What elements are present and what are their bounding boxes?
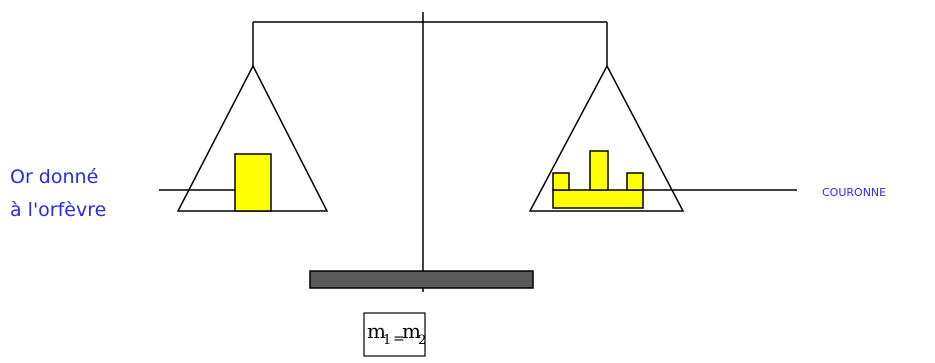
- formula: m 1 = m 2: [367, 319, 426, 348]
- right-label: COURONNE: [822, 186, 886, 199]
- left-label-line1: Or donné: [10, 166, 98, 188]
- crown-spike-right: [626, 172, 644, 191]
- left-label-line2: à l'orfèvre: [10, 199, 106, 221]
- right-pan: [528, 64, 685, 212]
- crown-spike-left: [552, 172, 570, 191]
- crown-spike-center: [589, 150, 609, 191]
- formula-m2-subscript: 2: [418, 333, 426, 348]
- gold-block: [234, 153, 272, 212]
- formula-equals: =: [393, 331, 405, 347]
- balance-base: [309, 270, 534, 289]
- formula-box: [363, 312, 426, 357]
- formula-m1-subscript: 1: [383, 333, 391, 348]
- crown-base: [552, 189, 644, 209]
- formula-m1: m: [367, 319, 386, 343]
- crown: [552, 150, 644, 209]
- formula-m2: m: [402, 319, 421, 343]
